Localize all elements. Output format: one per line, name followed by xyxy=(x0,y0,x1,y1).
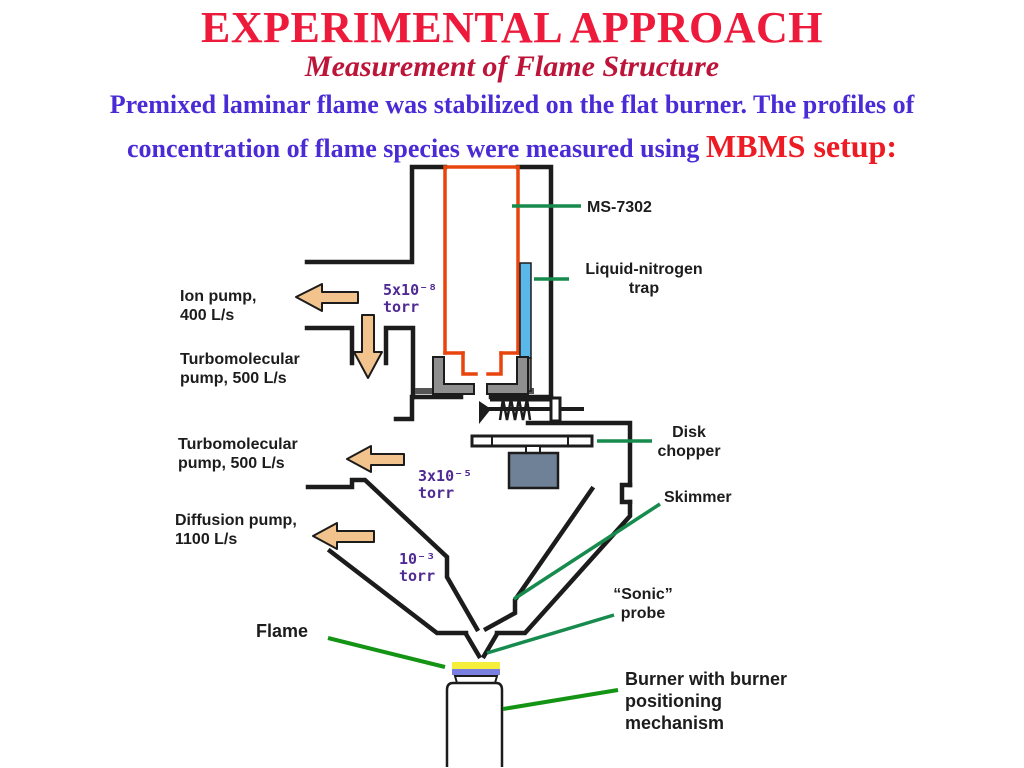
burner-label: Burner with burner positioning mechanism xyxy=(625,669,788,733)
vacuum-chamber-outline xyxy=(304,164,633,660)
skimmer-cone-right xyxy=(482,485,596,633)
lower-right-wall xyxy=(494,499,633,636)
flame-zone-blue xyxy=(452,669,500,675)
sonic-probe-pointer-line xyxy=(486,613,615,655)
flame-pointer-line xyxy=(327,636,446,669)
mbms-setup-highlight: MBMS setup: xyxy=(705,128,897,164)
pressure-label-1: 5x10⁻⁸ torr xyxy=(383,281,438,316)
liquid-nitrogen-trap-bar xyxy=(519,262,532,359)
turbo-pump2-arrow xyxy=(346,445,405,473)
ms-7302-label: MS-7302 xyxy=(587,199,652,216)
skimmer-pointer-line xyxy=(513,502,661,601)
slide-title: EXPERIMENTAL APPROACH xyxy=(200,3,824,52)
chopper-motor xyxy=(507,451,560,490)
sonic-probe-cone xyxy=(462,630,501,660)
ion-pump-label: Ion pump, 400 L/s xyxy=(180,288,257,324)
skimmer-cone-left xyxy=(305,477,481,633)
body-text-line2-plain: concentration of flame species were meas… xyxy=(126,134,706,163)
chamber-right-wall xyxy=(515,164,554,398)
mount-bracket-right xyxy=(486,356,529,395)
valve-spring xyxy=(498,398,532,421)
slide-subtitle: Measurement of Flame Structure xyxy=(304,50,720,83)
chopper-disk xyxy=(470,434,594,448)
turbo-pump-down-arrow xyxy=(353,314,383,379)
mass-spectrometer-housing xyxy=(443,165,520,376)
chamber-top-left-wall xyxy=(304,164,448,265)
ms-outer-box xyxy=(443,165,520,355)
flame-zone-yellow xyxy=(452,662,500,669)
pump-flow-arrows xyxy=(295,283,405,550)
right-wall-notch xyxy=(619,482,633,505)
mid-chamber-right-wall xyxy=(525,420,633,488)
ion-port-lower-wall xyxy=(304,325,355,366)
skimmer-label: Skimmer xyxy=(664,489,732,506)
body-text-line1: Premixed laminar flame was stabilized on… xyxy=(109,90,915,119)
burner-assembly xyxy=(445,662,504,767)
body-text-line2: concentration of flame species were meas… xyxy=(0,128,1024,165)
lower-left-wall xyxy=(326,547,469,636)
turbo-pump2-label: Turbomolecular pump, 500 L/s xyxy=(178,436,298,472)
flame-label: Flame xyxy=(256,621,309,641)
diffusion-pump-arrow xyxy=(312,522,375,550)
valve-plate xyxy=(549,396,562,423)
left-flange-step xyxy=(393,394,415,422)
chopper-disk-slots xyxy=(491,436,569,446)
pressure-label-3: 10⁻³ torr xyxy=(399,550,436,585)
disk-chopper-assembly xyxy=(470,434,594,490)
label-pointer-lines xyxy=(327,204,661,711)
mount-bracket-left xyxy=(432,356,475,395)
burner-pointer-line xyxy=(502,688,619,711)
burner-body xyxy=(445,681,504,767)
valve-handle xyxy=(479,401,491,424)
sonic-probe-label: “Sonic” probe xyxy=(613,586,673,622)
ion-pump-arrow xyxy=(295,283,359,312)
disk-chopper-label: Disk chopper xyxy=(657,424,721,460)
ms-ion-source xyxy=(461,351,503,376)
turbo-pump1-label: Turbomolecular pump, 500 L/s xyxy=(180,351,300,387)
diffusion-pump-label: Diffusion pump, 1100 L/s xyxy=(175,512,297,548)
turbo-port-right-wall xyxy=(383,325,416,400)
ln-trap-label: Liquid-nitrogen trap xyxy=(585,261,703,297)
pressure-label-2: 3x10⁻⁵ torr xyxy=(418,467,473,502)
